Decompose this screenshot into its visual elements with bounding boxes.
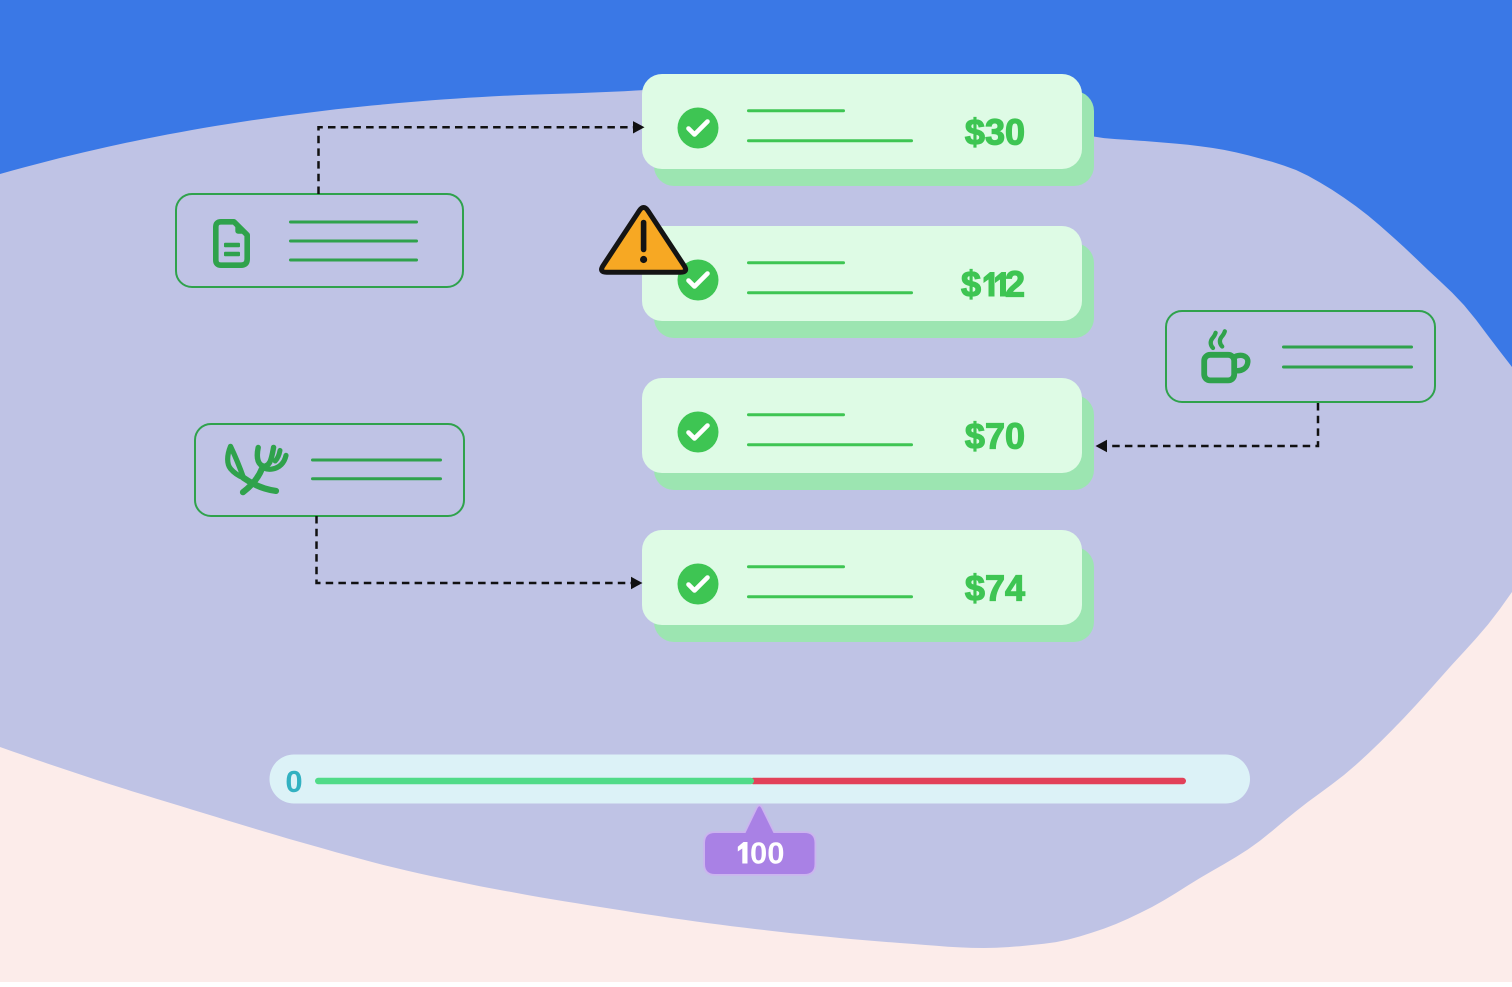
svg-text:0: 0 [285,764,302,799]
svg-text:$74: $74 [965,568,1025,609]
svg-text:$30: $30 [965,112,1025,153]
svg-text:$: $ [961,264,981,305]
svg-text:2: 2 [1005,264,1025,305]
svg-text:$70: $70 [965,416,1025,457]
svg-text:00: 00 [750,836,784,871]
